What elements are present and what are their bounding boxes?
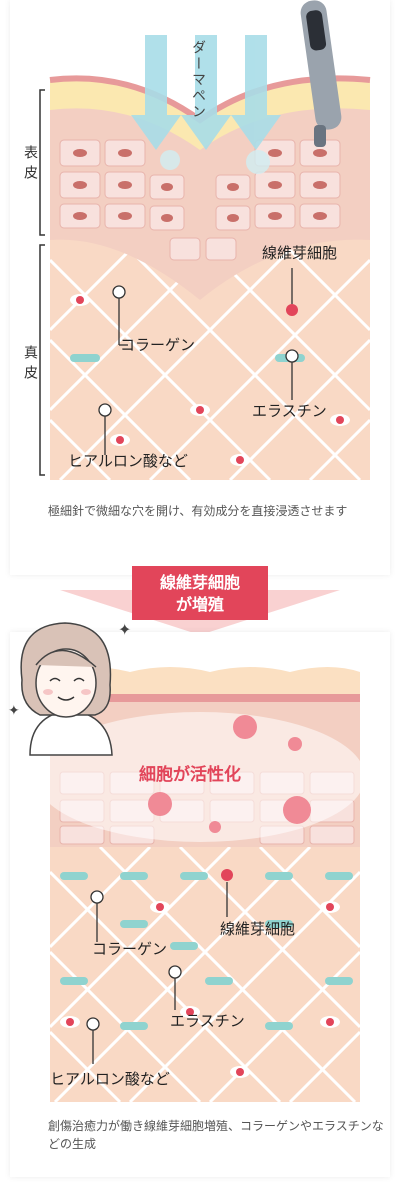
sparkle-icon: ✦ <box>8 703 20 719</box>
collagen-label: コラーゲン <box>120 336 195 354</box>
skin-diagram-bottom: 細胞が活性化 線維芽細胞 コラーゲン エラスチン <box>35 667 365 1102</box>
activation-glow <box>35 712 365 842</box>
elastin-label: エラスチン <box>170 1012 245 1030</box>
top-panel: ダーマペン 表皮 真皮 線維芽細胞 コラーゲン エラスチン ヒアルロン酸など 極… <box>10 0 390 575</box>
epidermis-layer <box>50 78 370 300</box>
elastin-label: エラスチン <box>252 402 327 420</box>
bottom-panel: 細胞が活性化 線維芽細胞 コラーゲン エラスチン <box>10 632 390 1177</box>
collagen-lattice <box>50 847 360 1102</box>
woman-illustration: ✦ ✦ <box>8 620 131 756</box>
stratum-corneum <box>50 667 360 702</box>
top-caption: 極細針で微細な穴を開け、有効成分を直接浸透させます <box>48 504 348 518</box>
skin-diagram-top: ダーマペン 表皮 真皮 線維芽細胞 コラーゲン エラスチン ヒアルロン酸など <box>22 0 371 480</box>
cell-nuclei <box>73 149 327 222</box>
collagen-lattice <box>50 230 370 480</box>
fibroblast-label: 線維芽細胞 <box>262 244 337 262</box>
hyaluronic-label: ヒアルロン酸など <box>50 1070 170 1088</box>
dermis-label: 真皮 <box>22 345 38 385</box>
penetration-arrows <box>131 35 281 150</box>
bottom-caption: 創傷治癒力が働き線維芽細胞増殖、コラーゲンやエラスチンなどの生成 <box>48 1119 384 1151</box>
activation-label: 細胞が活性化 <box>139 764 241 785</box>
elastin-fibers <box>60 872 353 1030</box>
callout-lines <box>86 882 228 1064</box>
skin-surface-line <box>50 694 360 702</box>
callout-lines <box>98 268 299 455</box>
arrow-banner-line2: が増殖 <box>176 595 224 614</box>
epidermis-label: 表皮 <box>22 145 38 185</box>
dermis-layer <box>50 847 360 1102</box>
arrow-banner-box <box>132 566 268 620</box>
hyaluronic-label: ヒアルロン酸など <box>68 452 188 470</box>
dermapen-device-icon <box>300 0 342 147</box>
transition-arrow: 線維芽細胞 が増殖 <box>60 566 340 635</box>
dermis-bracket <box>39 244 45 476</box>
sparkle-icon: ✦ <box>118 620 131 639</box>
fibroblast-cells <box>60 869 340 1078</box>
fibroblast-cells <box>70 294 350 466</box>
collagen-label: コラーゲン <box>92 940 167 958</box>
arrow-banner-line1: 線維芽細胞 <box>160 573 240 592</box>
fibroblast-label: 線維芽細胞 <box>220 920 295 938</box>
epidermis-bracket <box>39 89 45 236</box>
active-cells <box>148 715 311 833</box>
dermapen-label: ダーマペン <box>190 40 206 120</box>
